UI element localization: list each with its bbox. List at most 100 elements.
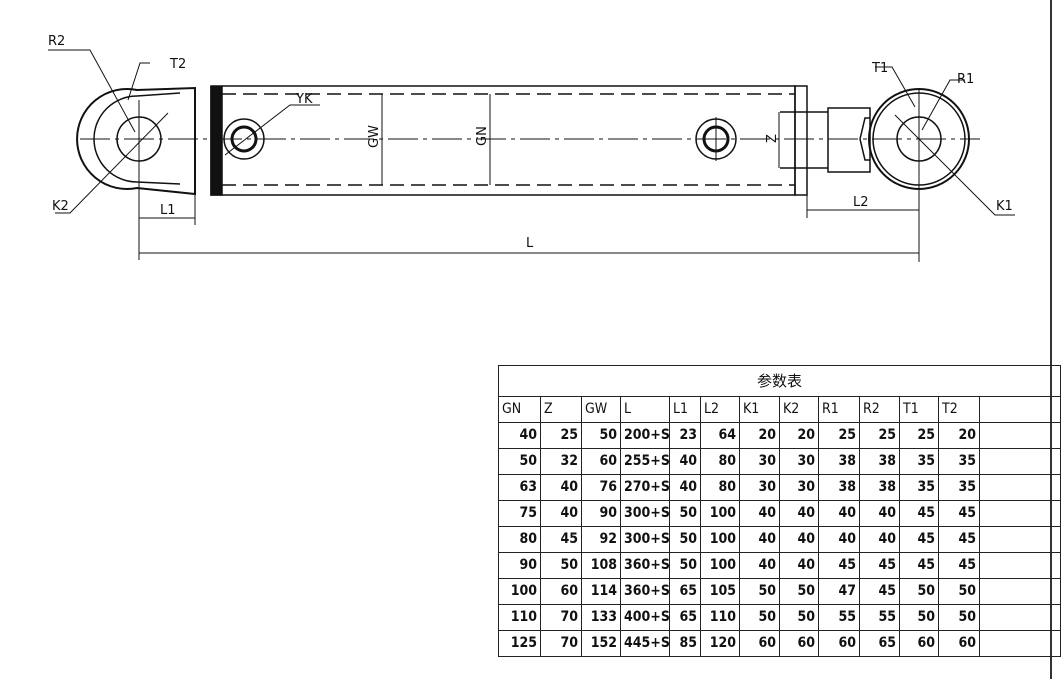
table-cell-empty [978, 500, 1062, 527]
table-cell: 50 [669, 500, 701, 527]
table-cell: 40 [818, 500, 860, 527]
table-cell: 50 [581, 422, 621, 449]
label-t2: T2 [169, 57, 186, 72]
table-cell: 38 [818, 448, 860, 475]
table-cell: 80 [700, 448, 740, 475]
table-cell: 30 [779, 448, 819, 475]
table-cell: 25 [540, 422, 582, 449]
table-title: 参数表 [497, 365, 1062, 397]
column-header: K2 [779, 396, 819, 423]
table-cell: 40 [739, 552, 780, 579]
table-cell: 45 [540, 526, 582, 553]
table-cell: 110 [700, 604, 740, 631]
cylinder-drawing: R2 T2 K2 L1 YK GW GN Z T1 R1 K1 L2 L [48, 34, 1015, 262]
table-cell-empty [978, 448, 1062, 475]
table-cell: 64 [700, 422, 740, 449]
table-cell: 133 [581, 604, 621, 631]
table-cell: 55 [818, 604, 860, 631]
table-cell: 100 [700, 500, 740, 527]
table-cell: 45 [899, 500, 939, 527]
column-header: K1 [739, 396, 780, 423]
table-cell: 60 [540, 578, 582, 605]
table-cell: 50 [498, 448, 541, 475]
table-cell: 40 [859, 500, 900, 527]
left-clevis-eye [76, 86, 196, 260]
table-cell: 100 [498, 578, 541, 605]
table-cell: 50 [938, 578, 980, 605]
table-cell: 40 [669, 448, 701, 475]
table-cell: 40 [859, 526, 900, 553]
table-cell: 45 [859, 552, 900, 579]
table-cell: 35 [938, 448, 980, 475]
label-yk: YK [295, 92, 313, 107]
end-cap [794, 85, 808, 196]
table-cell: 80 [700, 474, 740, 501]
table-cell: 30 [779, 474, 819, 501]
label-gn: GN [475, 126, 490, 146]
label-k2: K2 [52, 199, 69, 214]
column-header: L [620, 396, 670, 423]
table-cell: 200+S [620, 422, 670, 449]
label-r2: R2 [48, 34, 65, 49]
table-cell-empty [978, 630, 1062, 657]
table-cell: 70 [540, 604, 582, 631]
label-l2: L2 [853, 195, 869, 210]
label-l: L [526, 236, 534, 251]
table-cell: 30 [739, 448, 780, 475]
table-cell: 63 [498, 474, 541, 501]
table-cell: 100 [700, 526, 740, 553]
table-cell: 50 [938, 604, 980, 631]
drawing-border [1050, 0, 1052, 679]
label-z: Z [765, 134, 780, 143]
table-cell: 120 [700, 630, 740, 657]
table-cell-empty [978, 526, 1062, 553]
table-cell: 20 [779, 422, 819, 449]
table-cell: 40 [498, 422, 541, 449]
column-header: T1 [899, 396, 939, 423]
table-cell: 40 [818, 526, 860, 553]
table-cell: 40 [779, 552, 819, 579]
table-cell: 50 [779, 578, 819, 605]
table-cell: 60 [818, 630, 860, 657]
table-cell: 35 [899, 448, 939, 475]
table-cell: 75 [498, 500, 541, 527]
table-cell: 45 [818, 552, 860, 579]
label-k1: K1 [996, 199, 1013, 214]
table-cell: 90 [581, 500, 621, 527]
table-cell: 105 [700, 578, 740, 605]
table-cell: 35 [899, 474, 939, 501]
table-cell: 55 [859, 604, 900, 631]
table-cell: 60 [779, 630, 819, 657]
column-header: Z [540, 396, 582, 423]
table-cell: 25 [818, 422, 860, 449]
table-cell: 40 [779, 526, 819, 553]
column-header: L1 [669, 396, 701, 423]
column-header: GN [498, 396, 541, 423]
table-cell: 50 [899, 604, 939, 631]
table-cell: 300+S [620, 526, 670, 553]
table-cell: 40 [540, 500, 582, 527]
table-cell: 23 [669, 422, 701, 449]
table-cell: 360+S [620, 552, 670, 579]
table-cell: 40 [540, 474, 582, 501]
table-cell: 20 [739, 422, 780, 449]
table-cell: 40 [779, 500, 819, 527]
table-cell: 38 [818, 474, 860, 501]
table-cell: 65 [669, 604, 701, 631]
table-cell: 65 [669, 578, 701, 605]
table-cell: 70 [540, 630, 582, 657]
table-cell: 32 [540, 448, 582, 475]
table-cell: 60 [899, 630, 939, 657]
table-cell: 92 [581, 526, 621, 553]
table-cell: 110 [498, 604, 541, 631]
table-cell: 445+S [620, 630, 670, 657]
table-cell: 50 [669, 552, 701, 579]
table-cell: 80 [498, 526, 541, 553]
